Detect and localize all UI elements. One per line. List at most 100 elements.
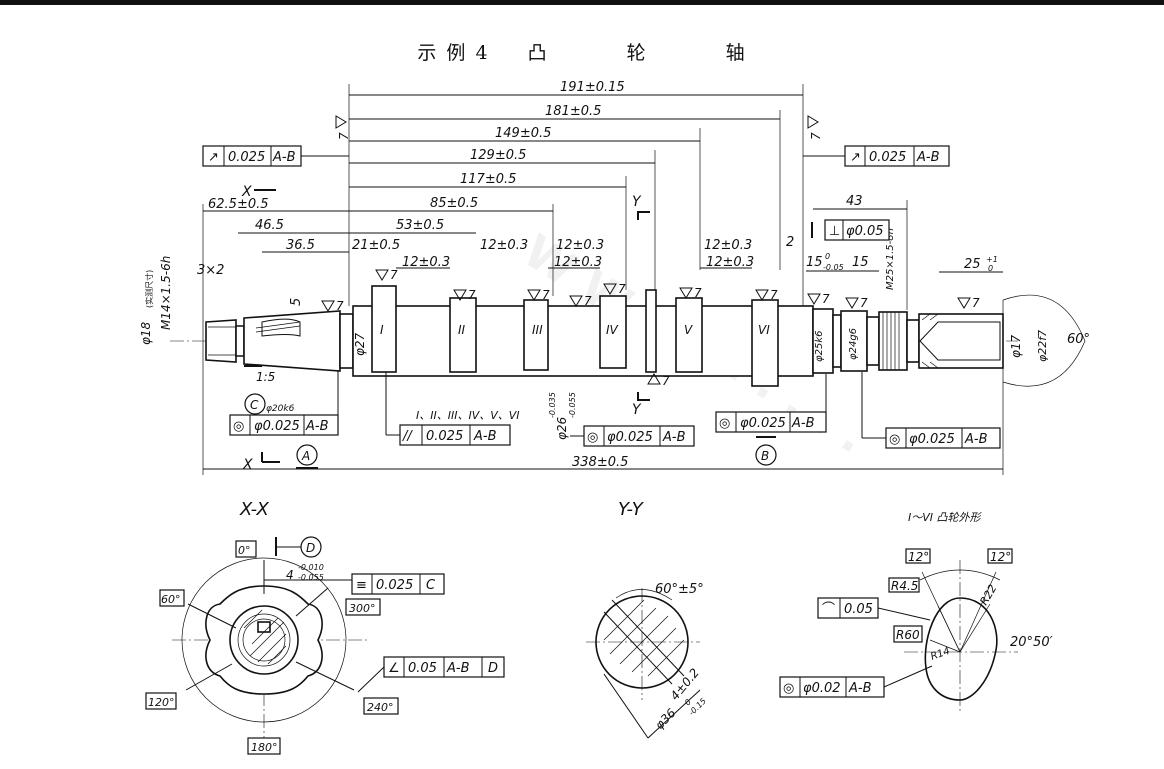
cam-profile-title: I～VI 凸轮外形 bbox=[908, 511, 983, 524]
svg-text:0: 0 bbox=[825, 252, 830, 261]
dim-12-b: 12±0.3 bbox=[480, 238, 528, 253]
datum-b: B bbox=[761, 449, 769, 463]
dim-phi17: φ17 bbox=[1009, 334, 1023, 358]
shaft-view: I II III IV V VI bbox=[170, 285, 1018, 387]
svg-text:A-B: A-B bbox=[916, 150, 940, 165]
svg-text:7: 7 bbox=[584, 294, 592, 308]
angle-300: 300° bbox=[349, 602, 376, 615]
bore-hatch bbox=[921, 313, 939, 369]
cam-6 bbox=[751, 299, 779, 387]
svg-text:-0.010: -0.010 bbox=[298, 563, 324, 572]
dim-5: 5 bbox=[289, 298, 304, 306]
cam-list: I、II、III、IV、V、VI bbox=[416, 409, 520, 422]
svg-text:⌒: ⌒ bbox=[822, 602, 835, 617]
dim-m25: M25×1.5-8h bbox=[885, 228, 896, 290]
tolerance-frame-7: ◎ φ0.025 A-B bbox=[715, 374, 827, 433]
svg-text:φ0.05: φ0.05 bbox=[846, 224, 884, 239]
datum-c: C bbox=[250, 398, 259, 412]
svg-text:C: C bbox=[426, 578, 436, 593]
dim-phi22: φ22f7 bbox=[1036, 330, 1049, 362]
dim-149: 149±0.5 bbox=[495, 126, 551, 141]
svg-text:-0.035: -0.035 bbox=[548, 392, 557, 418]
title-part-4: 轴 bbox=[725, 42, 747, 64]
dim-phi25: φ25k6 bbox=[814, 331, 825, 362]
dimensions: 191±0.15 181±0.5 149±0.5 129±0.5 117±0.5… bbox=[197, 80, 1004, 475]
svg-text:A-B: A-B bbox=[848, 681, 872, 696]
cam-r45: R4.5 bbox=[891, 579, 918, 593]
dim-191: 191±0.15 bbox=[560, 80, 625, 95]
key-slot bbox=[257, 621, 271, 633]
svg-text:φ0.02: φ0.02 bbox=[803, 681, 841, 696]
disc bbox=[645, 289, 657, 373]
svg-text://: // bbox=[402, 429, 413, 444]
svg-text:↗: ↗ bbox=[850, 150, 861, 165]
dim-25: 25 bbox=[964, 257, 981, 272]
svg-text:↗: ↗ bbox=[208, 150, 219, 165]
svg-text:0: 0 bbox=[988, 264, 993, 273]
svg-text:(实测尺寸): (实测尺寸) bbox=[144, 270, 154, 308]
svg-text:A-B: A-B bbox=[662, 430, 686, 445]
svg-text:0.05: 0.05 bbox=[844, 602, 873, 617]
tolerance-frame-2: ↗ 0.025 A-B bbox=[803, 145, 950, 167]
svg-text:0.025: 0.025 bbox=[376, 578, 413, 593]
angle-60: 60° bbox=[161, 593, 181, 606]
svg-text:7: 7 bbox=[542, 288, 550, 302]
dim-angle-60: 60° bbox=[1067, 332, 1090, 347]
dim-21: 21±0.5 bbox=[352, 238, 400, 253]
svg-text:+1: +1 bbox=[986, 255, 998, 264]
svg-text:φ0.025: φ0.025 bbox=[909, 432, 955, 447]
dim-117: 117±0.5 bbox=[460, 172, 516, 187]
svg-text:0: 0 bbox=[683, 697, 693, 707]
svg-text:φ0.025: φ0.025 bbox=[607, 430, 653, 445]
cam-4 bbox=[599, 295, 627, 369]
svg-text:A-B: A-B bbox=[964, 432, 988, 447]
angle-120: 120° bbox=[148, 696, 175, 709]
svg-text:0.025: 0.025 bbox=[426, 429, 463, 444]
dim-phi26: φ26 bbox=[555, 416, 569, 440]
svg-text:0.025: 0.025 bbox=[869, 150, 906, 165]
svg-text:7: 7 bbox=[860, 296, 868, 310]
title-part-3: 轮 bbox=[626, 42, 648, 64]
dim-phi24: φ24g6 bbox=[848, 328, 859, 360]
cam-label-4: IV bbox=[606, 323, 619, 337]
svg-text:-0.055: -0.055 bbox=[298, 573, 324, 582]
section-markers: X X Y Y bbox=[241, 184, 650, 473]
diameter-labels: φ18 (实测尺寸) M14×1.5-6h φ27 φ26 -0.035 -0.… bbox=[139, 228, 1090, 440]
dim-129: 129±0.5 bbox=[470, 148, 526, 163]
svg-text:0.05: 0.05 bbox=[408, 661, 437, 676]
tolerance-frame-8: ◎ φ0.025 A-B bbox=[861, 372, 1001, 449]
tolerance-frame-4: ◎ φ0.025 A-B bbox=[229, 370, 339, 436]
dim-338: 338±0.5 bbox=[572, 455, 628, 470]
bearing-phi24 bbox=[840, 310, 868, 372]
svg-text:D: D bbox=[488, 661, 498, 676]
dim-53: 53±0.5 bbox=[396, 218, 444, 233]
datum-d: D bbox=[306, 541, 315, 555]
svg-text:7: 7 bbox=[337, 132, 351, 140]
dim-12-a: 12±0.3 bbox=[402, 255, 450, 270]
yy-dim-36: φ36 bbox=[652, 706, 679, 733]
dim-3x2: 3×2 bbox=[197, 263, 224, 278]
svg-text:A-B: A-B bbox=[473, 429, 497, 444]
svg-text:7: 7 bbox=[468, 288, 476, 302]
angle-0: 0° bbox=[238, 544, 251, 557]
outer-circle bbox=[181, 557, 347, 723]
svg-text:7: 7 bbox=[336, 299, 344, 313]
key-width: 4 bbox=[286, 568, 294, 582]
angle-arc bbox=[1002, 294, 1086, 387]
roughness-marks: 7 7 7 7 7 7 7 7 7 7 7 7 7 7 bbox=[321, 115, 980, 388]
angle-240: 240° bbox=[367, 701, 394, 714]
section-yy: Y-Y 60°±5° 4±0.2 φ36 0 -0.15 bbox=[586, 499, 708, 739]
section-x-bottom: X bbox=[242, 457, 253, 473]
taper-section bbox=[243, 310, 341, 372]
tolerance-frame-1: ↗ 0.025 A-B bbox=[202, 145, 349, 167]
svg-text:◎: ◎ bbox=[719, 416, 730, 431]
tolerance-frame-5: I、II、III、IV、V、VI // 0.025 A-B bbox=[385, 372, 520, 446]
cam-label-6: VI bbox=[758, 323, 770, 337]
bore bbox=[919, 321, 1001, 361]
svg-text:7: 7 bbox=[662, 374, 670, 388]
dim-phi18: φ18 bbox=[139, 321, 153, 345]
dim-2: 2 bbox=[786, 235, 794, 250]
svg-text:7: 7 bbox=[809, 132, 823, 140]
svg-text:≡: ≡ bbox=[356, 578, 367, 593]
